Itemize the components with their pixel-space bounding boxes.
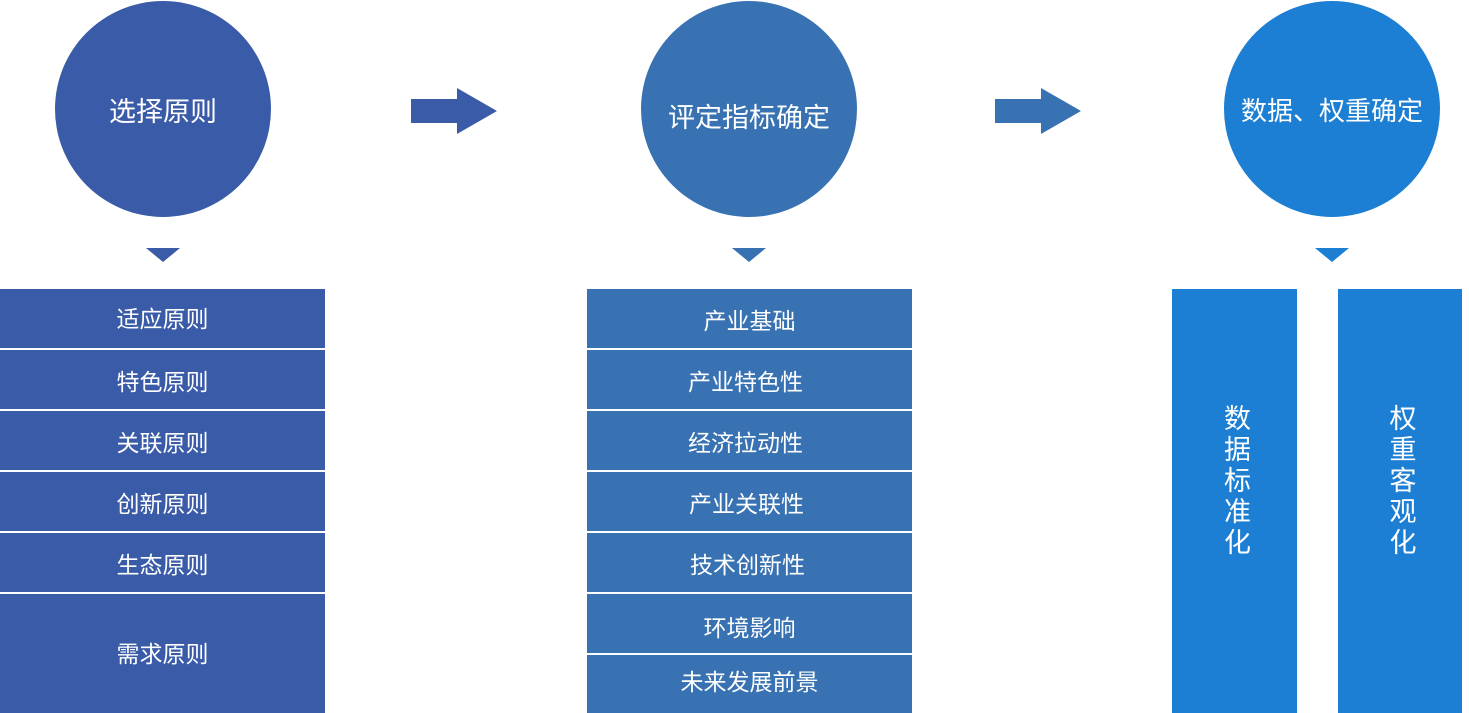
- list-item: 环境影响: [587, 594, 912, 653]
- list-item: 产业特色性: [587, 350, 912, 409]
- stage-1-title: 选择原则: [109, 96, 217, 128]
- stage-1-circle: 选择原则: [55, 1, 271, 217]
- down-triangle-icon: [146, 248, 180, 262]
- list-item: 技术创新性: [587, 533, 912, 592]
- down-triangle-icon: [1315, 248, 1349, 262]
- list-item: 关联原则: [0, 411, 325, 470]
- list-item: 生态原则: [0, 533, 325, 592]
- stage-2-circle: 评定指标确定: [641, 1, 857, 217]
- stage-1-principles-list: 适应原则 特色原则 关联原则 创新原则 生态原则 需求原则: [0, 289, 325, 713]
- stage-2-title: 评定指标确定: [668, 102, 830, 134]
- list-item: 未来发展前景: [587, 655, 912, 713]
- right-arrow-icon: [411, 88, 497, 134]
- down-triangle-icon: [732, 248, 766, 262]
- list-item: 产业关联性: [587, 472, 912, 531]
- list-item: 经济拉动性: [587, 411, 912, 470]
- stage-3-title: 数据、权重确定: [1240, 96, 1423, 127]
- weight-objectivity-bar: 权重客观化: [1338, 289, 1462, 713]
- stage-2-indicators-list: 产业基础 产业特色性 经济拉动性 产业关联性 技术创新性 环境影响 未来发展前景: [587, 289, 912, 713]
- list-item: 需求原则: [0, 594, 325, 713]
- data-standardization-bar: 数据标准化: [1172, 289, 1297, 713]
- list-item: 产业基础: [587, 289, 912, 348]
- right-arrow-icon: [995, 88, 1081, 134]
- list-item: 特色原则: [0, 350, 325, 409]
- list-item: 创新原则: [0, 472, 325, 531]
- list-item: 适应原则: [0, 289, 325, 348]
- stage-3-circle: 数据、权重确定: [1224, 1, 1440, 217]
